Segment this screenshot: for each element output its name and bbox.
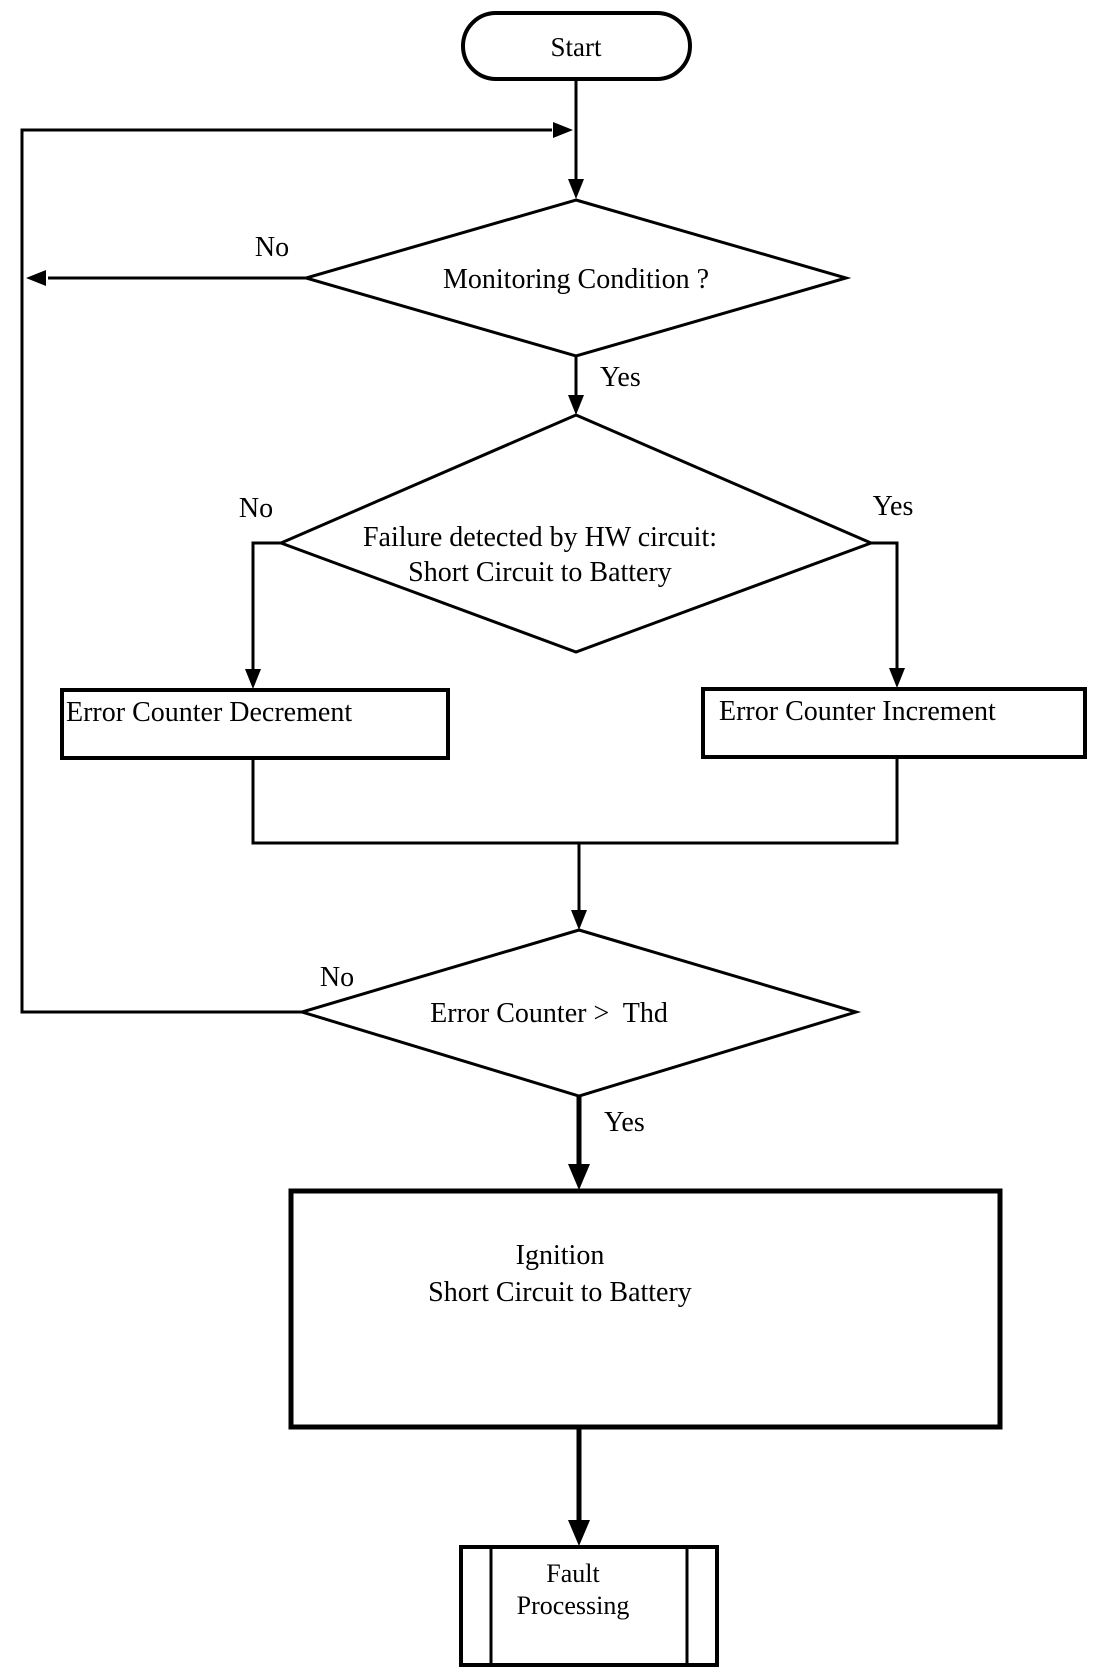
ignition-label-line1: Ignition — [516, 1240, 605, 1271]
process-decrement — [60, 688, 450, 760]
process-increment — [701, 687, 1087, 759]
edge-failure-yes — [871, 541, 899, 671]
monitoring-no-label: No — [255, 232, 289, 263]
arrowhead-into-threshold — [571, 910, 587, 930]
threshold-no-label: No — [320, 962, 354, 993]
monitoring-label: Monitoring Condition ? — [443, 264, 709, 295]
arrowhead-into-ignition — [568, 1164, 590, 1190]
failure-yes-label: Yes — [873, 491, 914, 522]
threshold-yes-label: Yes — [604, 1107, 645, 1138]
decrement-label: Error Counter Decrement — [66, 697, 352, 728]
arrowhead-into-decrement — [245, 669, 261, 689]
threshold-label: Error Counter > Thd — [430, 998, 668, 1029]
predefined-fault — [459, 1545, 719, 1667]
arrowhead-into-monitoring — [568, 179, 584, 199]
failure-label-line2: Short Circuit to Battery — [408, 557, 672, 588]
fault-label-line1: Fault — [546, 1559, 600, 1588]
edge-merge — [251, 757, 899, 845]
edge-failure-no — [251, 541, 281, 672]
arrowhead-into-fault — [568, 1520, 590, 1546]
increment-label: Error Counter Increment — [719, 696, 996, 727]
arrowhead-monitoring-no — [26, 270, 46, 286]
arrowhead-into-increment — [889, 668, 905, 688]
failure-no-label: No — [239, 493, 273, 524]
arrowhead-loop-into-main-line — [553, 122, 573, 138]
decision-failure — [276, 413, 876, 654]
process-ignition — [288, 1188, 1003, 1430]
ignition-label-line2: Short Circuit to Battery — [428, 1277, 692, 1308]
start-label: Start — [551, 32, 602, 62]
loop-rail — [20, 128, 552, 1014]
failure-label-line1: Failure detected by HW circuit: — [363, 522, 717, 553]
arrowhead-into-failure — [568, 395, 584, 415]
monitoring-yes-label: Yes — [600, 362, 641, 393]
fault-label-line2: Processing — [517, 1591, 630, 1620]
